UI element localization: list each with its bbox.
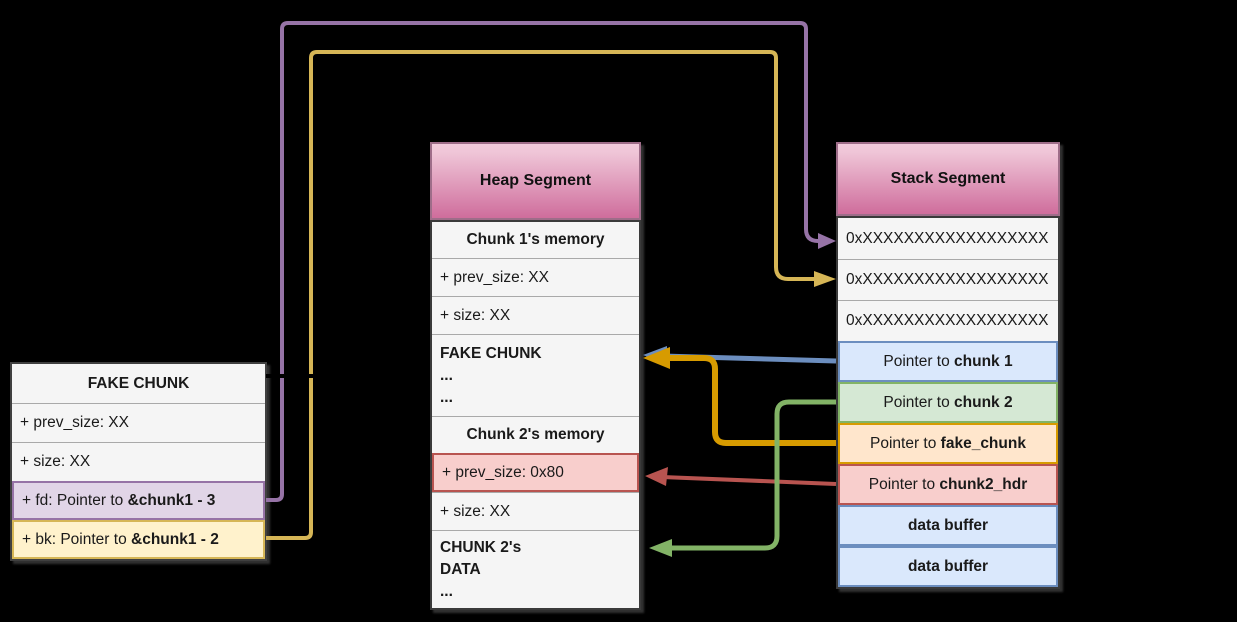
fd-pointer-arrowhead-icon — [818, 233, 836, 249]
stack-data-buffer-row-2: data buffer — [838, 546, 1058, 587]
heap-chunk2-memory-row: Chunk 2's memory — [432, 416, 639, 453]
chunk1-pointer-arrowhead-icon — [643, 346, 667, 365]
fake-chunk-table: FAKE CHUNK + prev_size: XX + size: XX + … — [10, 362, 267, 561]
bk-pointer-arrowhead-icon — [814, 271, 836, 287]
fake-chunk-pointer-arrow — [666, 355, 836, 446]
stack-address-row-1: 0xXXXXXXXXXXXXXXXXXX — [838, 218, 1058, 259]
stack-pointer-chunk1-row: Pointer to chunk 1 — [838, 341, 1058, 382]
chunk2-pointer-arrowhead-icon — [649, 539, 672, 557]
fake-chunk-bk-row: + bk: Pointer to &chunk1 - 2 — [12, 520, 265, 559]
stack-data-buffer-row-1: data buffer — [838, 505, 1058, 546]
heap-chunk2-prev-size-row: + prev_size: 0x80 — [432, 453, 639, 492]
heap-chunk1-memory-row: Chunk 1's memory — [432, 222, 639, 258]
chunk2-hdr-pointer-arrow — [661, 475, 837, 486]
fake-chunk-table-header: FAKE CHUNK — [12, 364, 265, 403]
chunk2-hdr-pointer-arrowhead-icon — [645, 467, 668, 486]
stack-pointer-chunk2-hdr-row: Pointer to chunk2_hdr — [838, 464, 1058, 505]
chunk2-pointer-arrow — [670, 399, 836, 551]
heap-chunk2-size-row: + size: XX — [432, 492, 639, 530]
stack-segment-title: Stack Segment — [890, 170, 1006, 187]
fake-chunk-pointer-arrowhead-icon — [643, 347, 670, 369]
heap-segment-title: Heap Segment — [479, 172, 592, 189]
heap-chunk1-prev-size-row: + prev_size: XX — [432, 258, 639, 296]
fake-chunk-size-row: + size: XX — [12, 442, 265, 481]
stack-address-row-3: 0xXXXXXXXXXXXXXXXXXX — [838, 300, 1058, 341]
stack-pointer-chunk2-row: Pointer to chunk 2 — [838, 382, 1058, 423]
chunk1-pointer-arrow — [661, 353, 837, 364]
stack-pointer-fake-chunk-row: Pointer to fake_chunk — [838, 423, 1058, 464]
stack-segment-table: Stack Segment 0xXXXXXXXXXXXXXXXXXX 0xXXX… — [836, 142, 1060, 589]
heap-fake-chunk-row: FAKE CHUNK ... ... — [432, 334, 639, 416]
heap-chunk1-size-row: + size: XX — [432, 296, 639, 334]
heap-segment-table: Heap Segment Chunk 1's memory + prev_siz… — [430, 142, 641, 610]
heap-chunk2-data-row: CHUNK 2's DATA ... — [432, 530, 639, 608]
fake-chunk-prev-size-row: + prev_size: XX — [12, 403, 265, 442]
fake-chunk-fd-row: + fd: Pointer to &chunk1 - 3 — [12, 481, 265, 520]
heap-segment-header: Heap Segment — [430, 142, 641, 220]
stack-address-row-2: 0xXXXXXXXXXXXXXXXXXX — [838, 259, 1058, 300]
stack-segment-header: Stack Segment — [836, 142, 1060, 216]
fake-chunk-title: FAKE CHUNK — [87, 374, 190, 392]
